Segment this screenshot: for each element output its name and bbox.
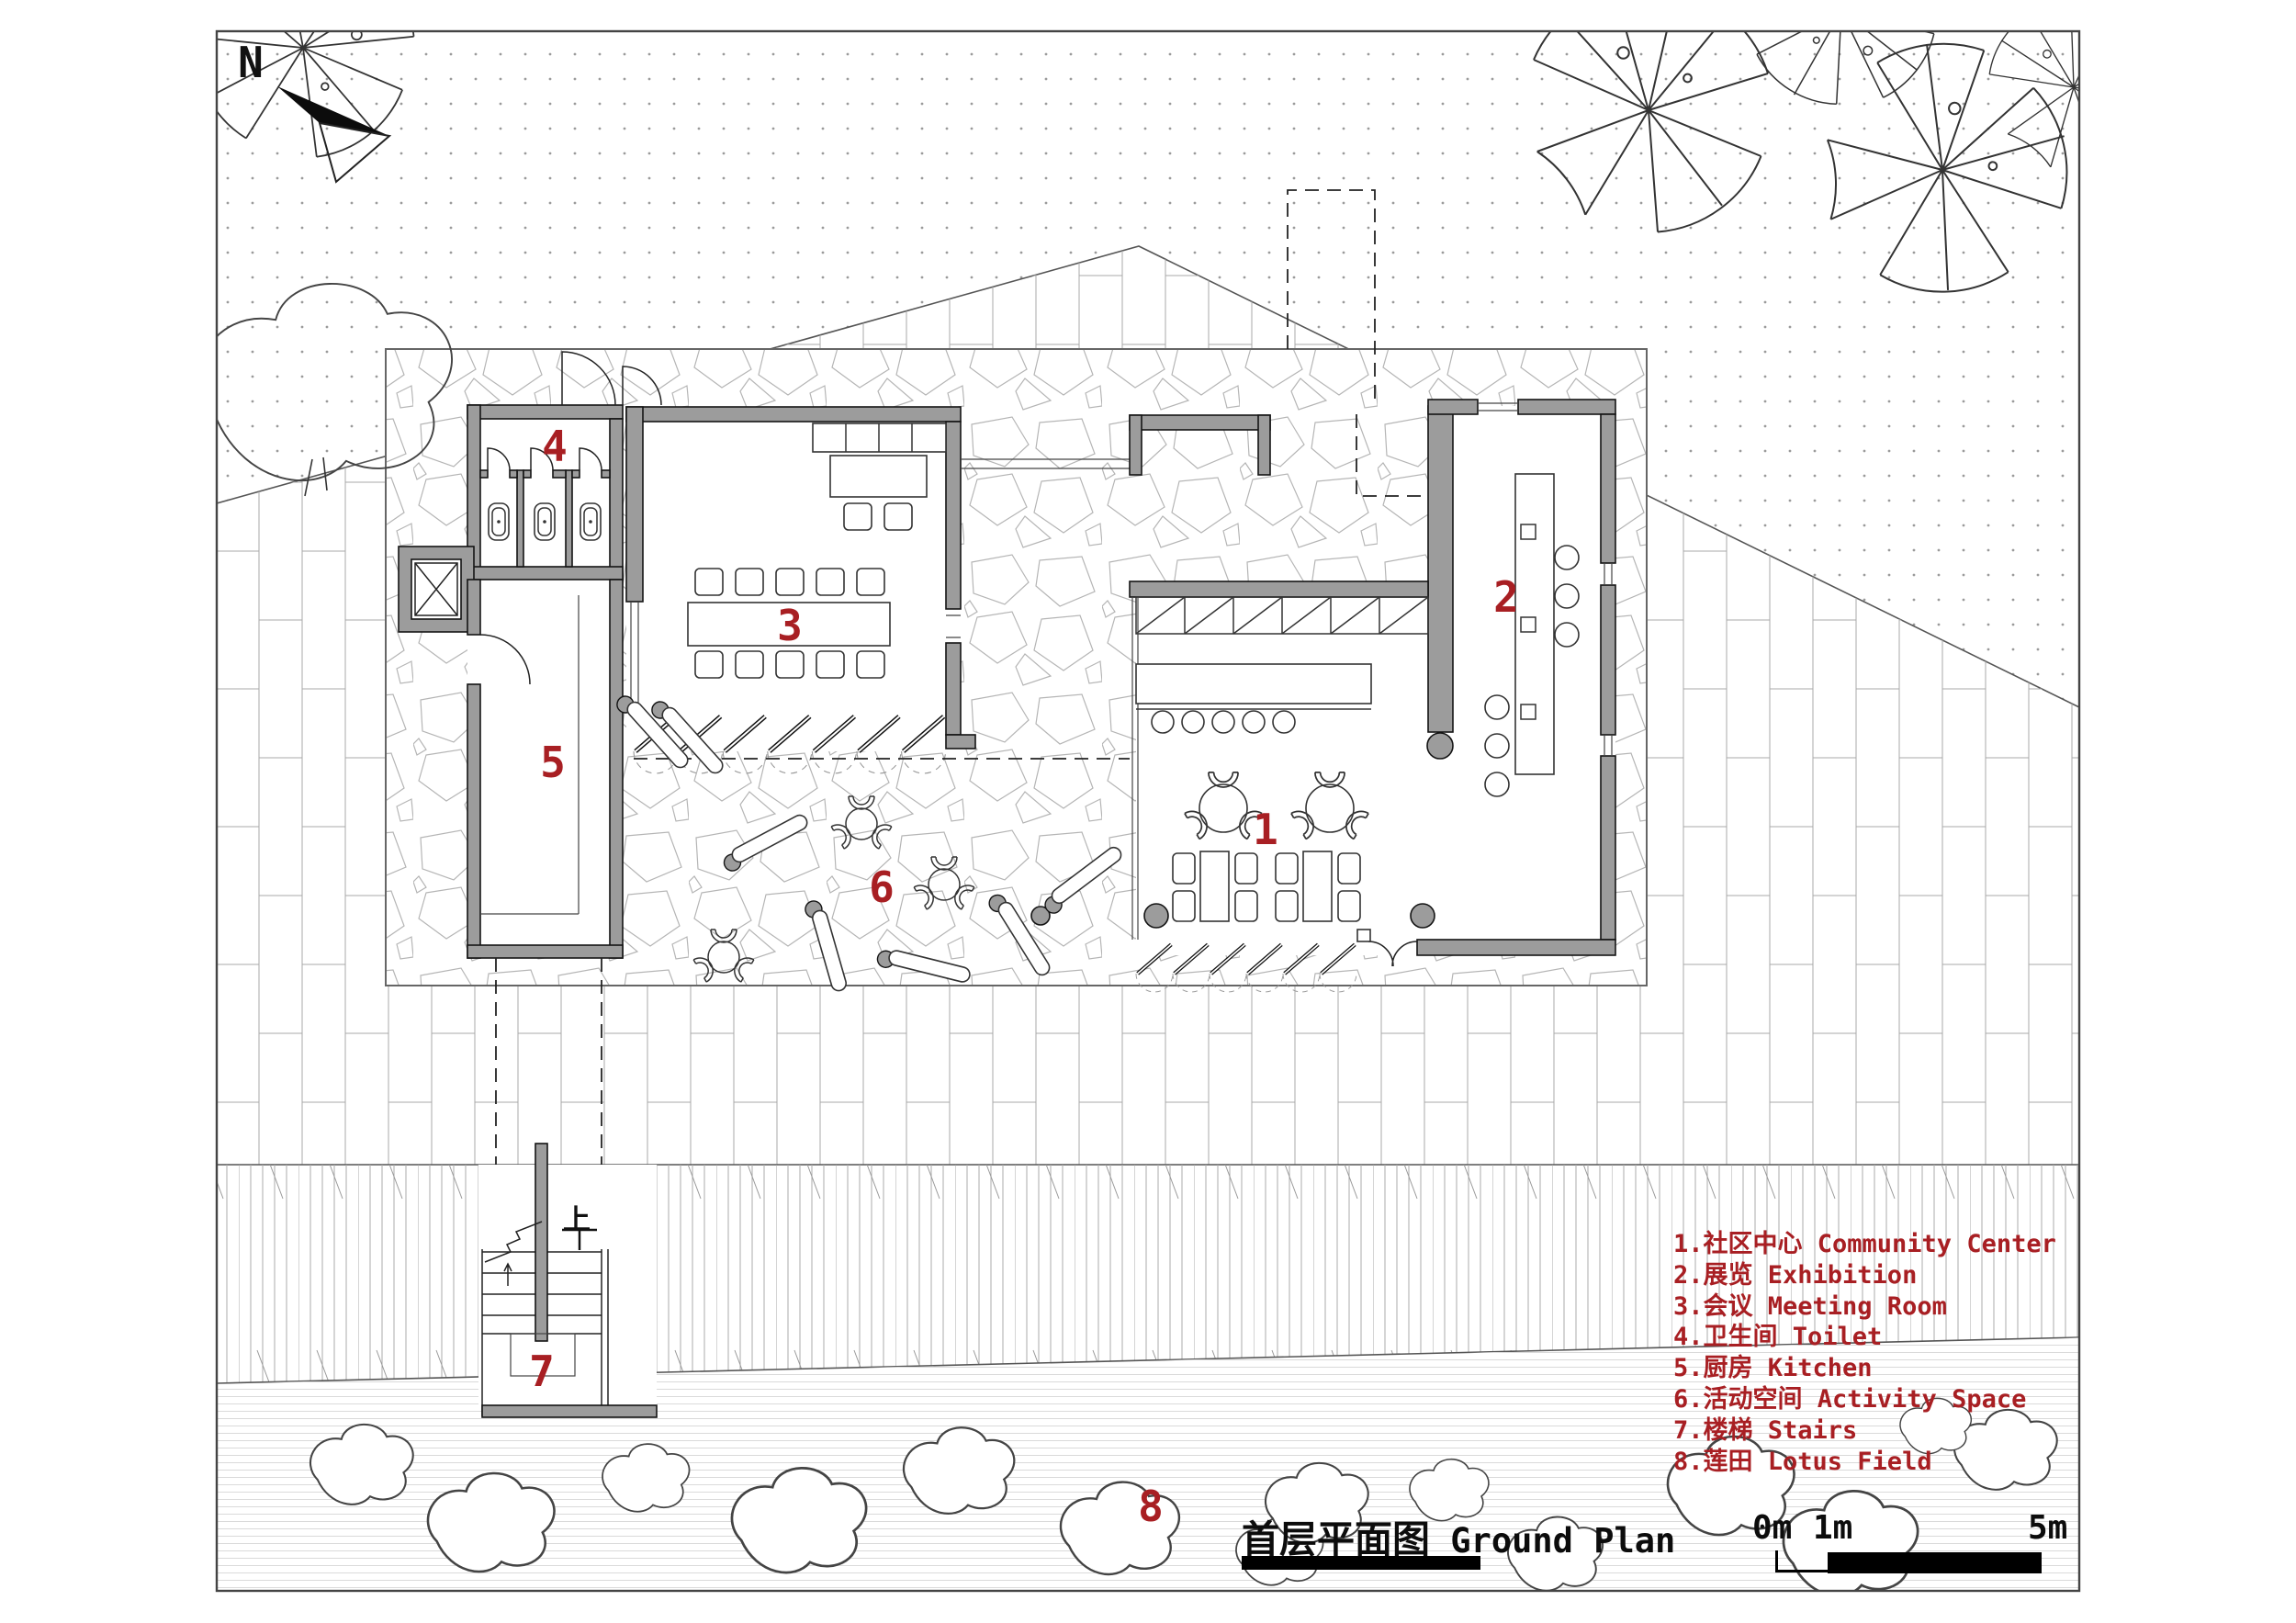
court-wall — [1129, 414, 1271, 476]
entry-door-arcs — [1367, 941, 1418, 967]
room-label-3: 3 — [777, 601, 803, 650]
drawing-title: 首层平面图 Ground Plan — [1242, 1508, 1675, 1563]
elevator-shaft — [398, 546, 475, 633]
room-label-5: 5 — [540, 738, 566, 787]
kitchen-counter — [480, 595, 580, 915]
title-underline — [1242, 1556, 1480, 1570]
toilet-fixture-icon — [534, 502, 556, 541]
stair-break-line — [484, 1221, 543, 1263]
scale-one-label: 1m — [1813, 1509, 1853, 1547]
scale-bar — [1828, 1552, 2042, 1573]
partition-wall — [1427, 405, 1454, 733]
room-label-4: 4 — [542, 422, 568, 471]
lotus-field — [217, 1337, 2079, 1591]
legend: 1.社区中心 Community Center 2.展览 Exhibition … — [1673, 1229, 2056, 1477]
bar-counter — [1135, 663, 1372, 704]
scale-five-label: 5m — [2028, 1509, 2068, 1547]
window-lines — [630, 602, 961, 715]
glazed-wall — [1131, 597, 1139, 940]
room-label-7: 7 — [529, 1347, 555, 1396]
entry-door-arcs — [561, 351, 662, 406]
drawing-frame — [215, 29, 2081, 1593]
room-label-1: 1 — [1253, 805, 1278, 854]
round-tree-icon — [217, 282, 454, 497]
up-symbol-line — [562, 1228, 597, 1250]
legend-item: 3.会议 Meeting Room — [1673, 1291, 1947, 1321]
north-arrow-icon — [277, 86, 392, 184]
room-label-6: 6 — [869, 862, 895, 912]
legend-item: 4.卫生间 Toilet — [1673, 1323, 1883, 1352]
exhibition-room — [1484, 473, 1580, 797]
kitchen — [467, 579, 624, 959]
stair-spine-wall — [535, 1143, 548, 1342]
legend-item: 1.社区中心 Community Center — [1673, 1230, 2056, 1258]
meeting-room — [625, 406, 1130, 773]
room-label-8: 8 — [1138, 1482, 1164, 1531]
service-counter-hatch — [1135, 596, 1429, 635]
legend-item: 7.楼梯 Stairs — [1673, 1415, 1858, 1445]
kitchen-door-arc — [479, 634, 531, 685]
stair-direction-arrow — [503, 1262, 512, 1286]
title-zh: 首层平面图 — [1242, 1517, 1430, 1561]
legend-item: 6.活动空间 Activity Space — [1673, 1384, 2027, 1414]
trees — [217, 31, 2079, 497]
legend-item: 8.莲田 Lotus Field — [1673, 1447, 1932, 1476]
meeting-table — [687, 602, 891, 647]
room-label-2: 2 — [1493, 572, 1519, 622]
toilet-block — [467, 351, 662, 958]
toilet-fixture-icon — [580, 502, 602, 541]
legend-item: 2.展览 Exhibition — [1673, 1260, 1918, 1290]
bank-band — [217, 1165, 2079, 1383]
legend-item: 5.厨房 Kitchen — [1673, 1354, 1873, 1383]
connector-wall — [961, 458, 1130, 469]
stipple-area — [217, 31, 2079, 707]
sideboard — [829, 455, 928, 498]
toilet-fixture-icon — [488, 502, 510, 541]
site-ground — [217, 31, 2079, 1591]
scale-zero-label: 0m — [1752, 1509, 1793, 1547]
north-label: N — [238, 38, 264, 87]
title-en: Ground Plan — [1450, 1521, 1676, 1561]
stairs-up-label: 上 — [563, 1204, 591, 1236]
stairs — [478, 1143, 658, 1418]
scale-bracket — [1775, 1550, 1828, 1572]
